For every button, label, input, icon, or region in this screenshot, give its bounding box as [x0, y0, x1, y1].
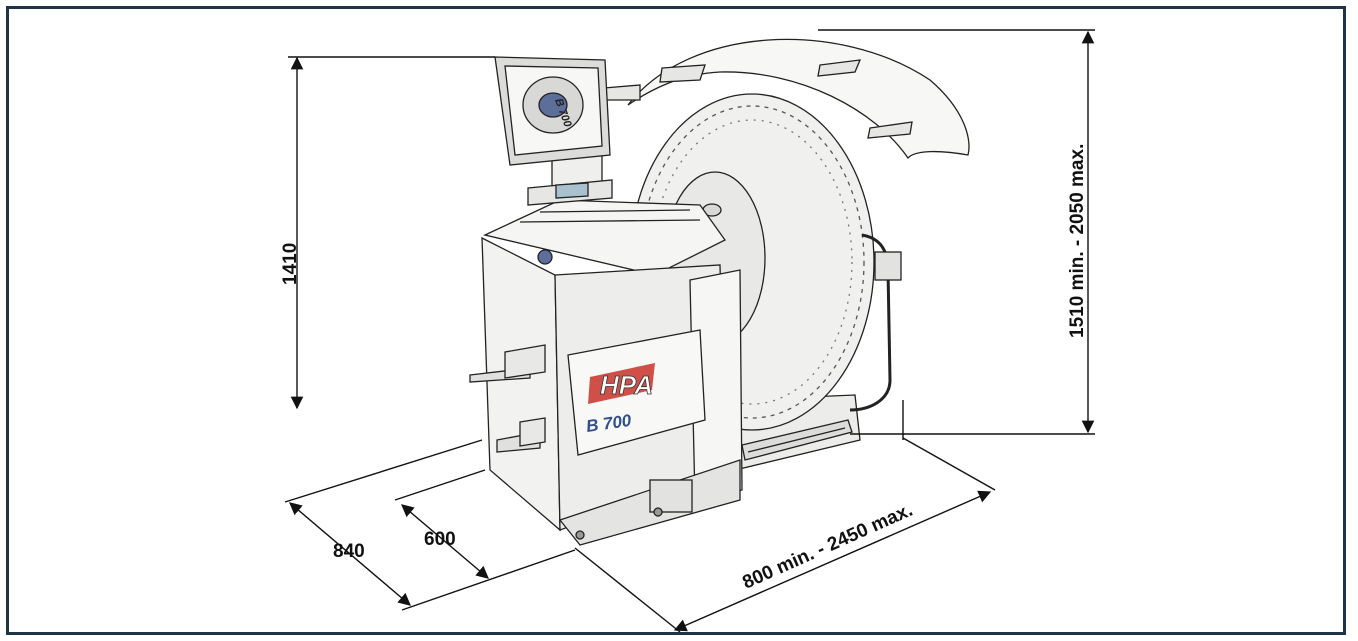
dimension-lines: [284, 29, 1095, 633]
brand-logo-text: HPA: [600, 370, 653, 400]
dimension-height-total: 1510 min. - 2050 max.: [1067, 144, 1088, 338]
dimension-1410: 1410: [280, 243, 301, 285]
monitor: [494, 56, 611, 166]
brand-logo: HPA: [588, 363, 655, 404]
machine-cabinet: [469, 199, 743, 546]
wheel-guard: [603, 38, 970, 160]
depth-600-line: [401, 504, 489, 579]
measurement-arm: [849, 233, 902, 412]
machine-illustration: [469, 38, 970, 546]
depth-840-line: [289, 502, 411, 606]
dimension-width-total: 800 min. - 2450 max.: [739, 500, 915, 594]
dimension-600: 600: [424, 529, 456, 550]
width-total-line: [673, 490, 992, 632]
dimension-840: 840: [333, 541, 365, 562]
